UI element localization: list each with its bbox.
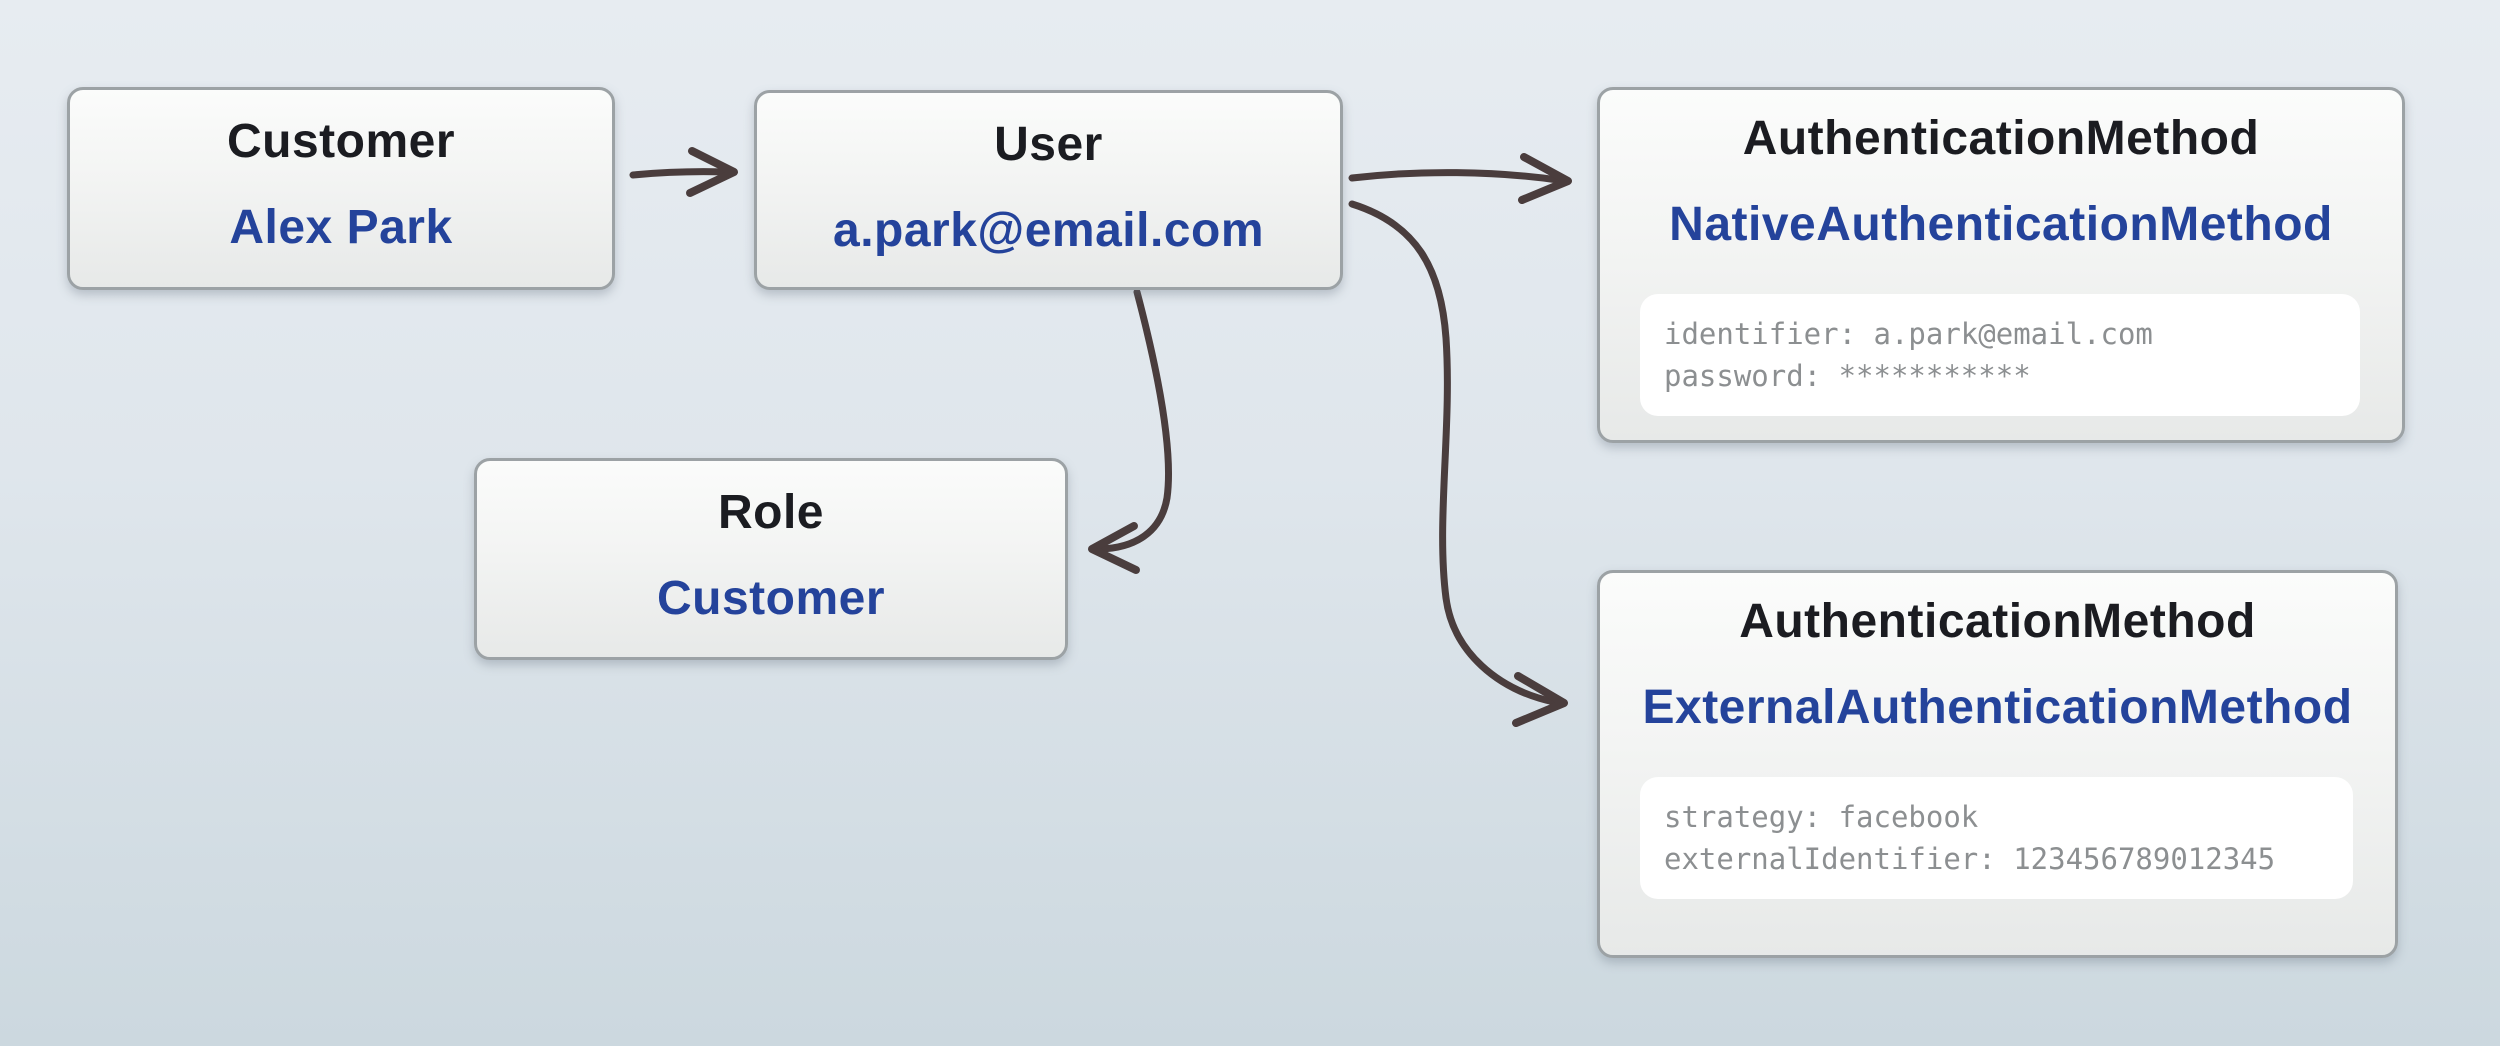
node-external-auth-value: ExternalAuthenticationMethod <box>1642 681 2353 734</box>
detail-strategy: strategy: facebook <box>1664 800 1979 834</box>
edge-customer-user-arrowhead <box>686 147 738 197</box>
node-user-title: User <box>994 118 1103 171</box>
node-customer-title: Customer <box>226 115 456 168</box>
edge-user-native-auth-line <box>1348 169 1562 184</box>
node-native-auth-value: NativeAuthenticationMethod <box>1669 198 2333 251</box>
detail-password: password: *********** <box>1664 359 2031 393</box>
edge-user-role-line <box>1096 288 1173 553</box>
node-customer: Customer Alex Park <box>67 87 615 290</box>
detail-external-identifier: externalIdentifier: 123456789012345 <box>1664 842 2276 876</box>
edge-customer-user <box>629 147 738 197</box>
node-role: Role Customer <box>474 458 1068 660</box>
node-native-auth-details-panel: identifier: a.park@email.com password: *… <box>1640 294 2360 416</box>
node-role-value: Customer <box>656 572 886 625</box>
edge-user-role-arrowhead <box>1088 522 1140 574</box>
node-external-auth-method: AuthenticationMethod ExternalAuthenticat… <box>1597 570 2398 958</box>
node-native-auth-title: AuthenticationMethod <box>1742 112 2260 165</box>
node-external-auth-details-panel: strategy: facebook externalIdentifier: 1… <box>1640 777 2353 899</box>
edge-user-native-auth <box>1348 153 1572 204</box>
node-external-auth-title: AuthenticationMethod <box>1739 595 2256 648</box>
edge-user-external-auth-arrowhead <box>1512 672 1568 727</box>
edge-user-external-auth-line <box>1348 200 1558 706</box>
edge-user-external-auth <box>1348 200 1568 727</box>
edge-customer-user-line <box>629 168 730 179</box>
node-customer-value: Alex Park <box>229 201 453 254</box>
detail-identifier: identifier: a.park@email.com <box>1664 317 2153 351</box>
node-user: User a.park@email.com <box>754 90 1343 290</box>
node-native-auth-method: AuthenticationMethod NativeAuthenticatio… <box>1597 87 2405 443</box>
edge-user-role <box>1088 288 1173 574</box>
edge-user-native-auth-arrowhead <box>1518 153 1572 204</box>
node-role-title: Role <box>717 486 824 539</box>
node-user-value: a.park@email.com <box>833 204 1264 257</box>
